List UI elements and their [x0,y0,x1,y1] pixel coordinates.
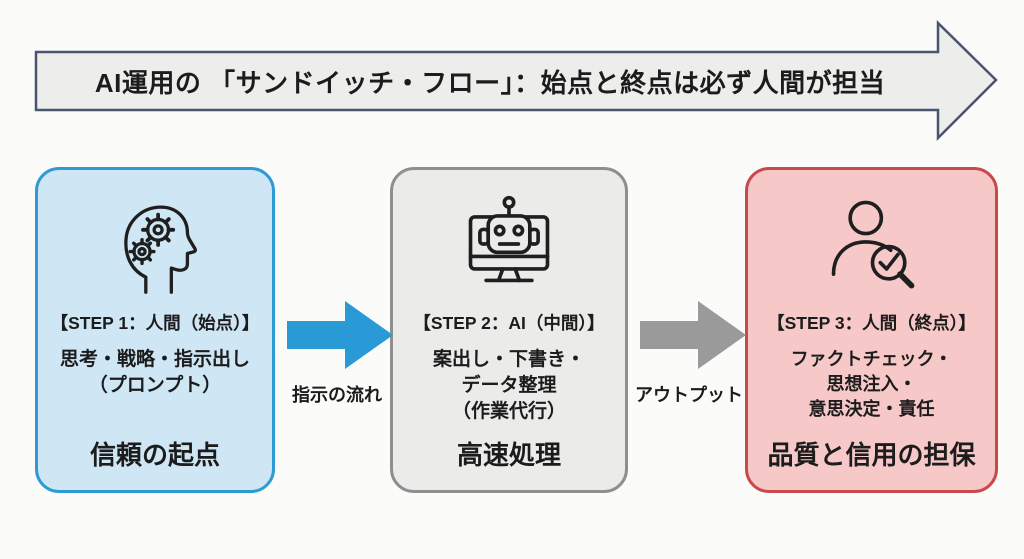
step-body-line: 意思決定・責任 [808,399,935,419]
banner-arrow-shape [34,20,998,142]
step2-body: 案出し・下書き・ データ整理 （作業代行） [433,347,585,425]
step3-title: 【STEP 3：人間（終点）】 [767,313,976,333]
step1-title: 【STEP 1：人間（始点）】 [50,313,260,333]
banner-title: AI運用の 「サンドイッチ・フロー」：始点と終点は必ず人間が担当 [94,68,886,98]
step-body-line: ファクトチェック・ [790,349,953,369]
step-body-line: 思考・戦略・指示出し [59,349,250,370]
step1-box: 【STEP 1：人間（始点）】 思考・戦略・指示出し （プロンプト） 信頼の起点 [35,167,275,493]
brain-gears-icon [108,192,203,296]
flow-arrow-1-right-arrow-icon [287,301,393,369]
flow-arrow-2-label: アウトプット [635,385,743,405]
flow-arrow-2-right-arrow-icon [640,301,746,369]
step2-title: 【STEP 2：AI（中間）】 [413,313,605,333]
banner-arrow [34,20,998,142]
step-body-line: （プロンプト） [88,375,222,396]
step2-footer: 高速処理 [456,440,561,470]
step3-body: ファクトチェック・ 思想注入・ 意思決定・責任 [791,347,953,422]
step-body-line: （作業代行） [451,401,566,422]
person-magnifier-check-icon [820,192,924,296]
flow-arrow-1-label: 指示の流れ [292,385,382,405]
step1-body: 思考・戦略・指示出し （プロンプト） [60,347,250,399]
step-body-line: データ整理 [461,375,557,396]
step-body-line: 思想注入・ [826,374,917,394]
step1-footer: 信頼の起点 [89,440,220,470]
step-body-line: 案出し・下書き・ [432,349,585,370]
step3-footer: 品質と信用の担保 [767,440,976,470]
step2-box: 【STEP 2：AI（中間）】 案出し・下書き・ データ整理 （作業代行） 高速… [390,167,628,493]
robot-monitor-icon [457,192,561,296]
step3-box: 【STEP 3：人間（終点）】 ファクトチェック・ 思想注入・ 意思決定・責任 … [745,167,998,493]
